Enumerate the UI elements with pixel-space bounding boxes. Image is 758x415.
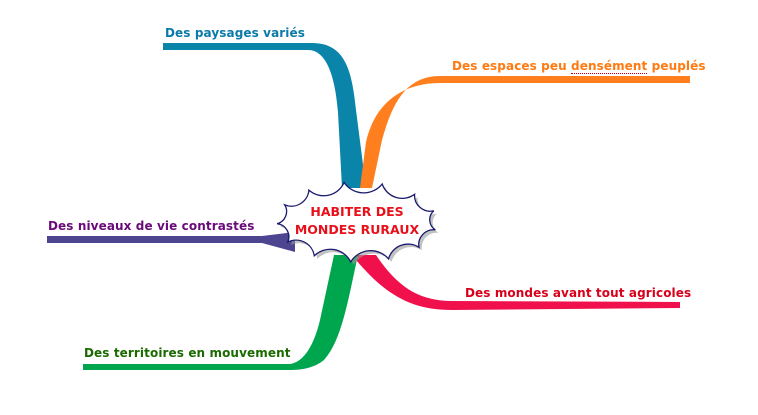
branch-label-agricoles[interactable]: Des mondes avant tout agricoles (465, 286, 692, 300)
central-topic-line1: HABITER DES (310, 204, 404, 219)
espaces-part1: Des espaces peu (452, 59, 572, 73)
branch-agricoles (352, 255, 680, 310)
espaces-part3: peuplés (647, 59, 706, 73)
central-topic-line2: MONDES RURAUX (294, 222, 420, 237)
branch-espaces (360, 76, 690, 188)
central-cloud (276, 181, 439, 265)
branch-paysages (163, 43, 366, 188)
branch-label-paysages[interactable]: Des paysages variés (165, 26, 305, 40)
central-topic[interactable]: HABITER DES MONDES RURAUX (270, 203, 444, 239)
branch-niveaux (47, 232, 295, 252)
branch-label-espaces[interactable]: Des espaces peu densément peuplés (452, 59, 706, 74)
branch-label-territoires[interactable]: Des territoires en mouvement (84, 346, 291, 360)
espaces-part2-spellcheck: densément (571, 59, 648, 74)
branch-label-niveaux[interactable]: Des niveaux de vie contrastés (48, 219, 255, 233)
